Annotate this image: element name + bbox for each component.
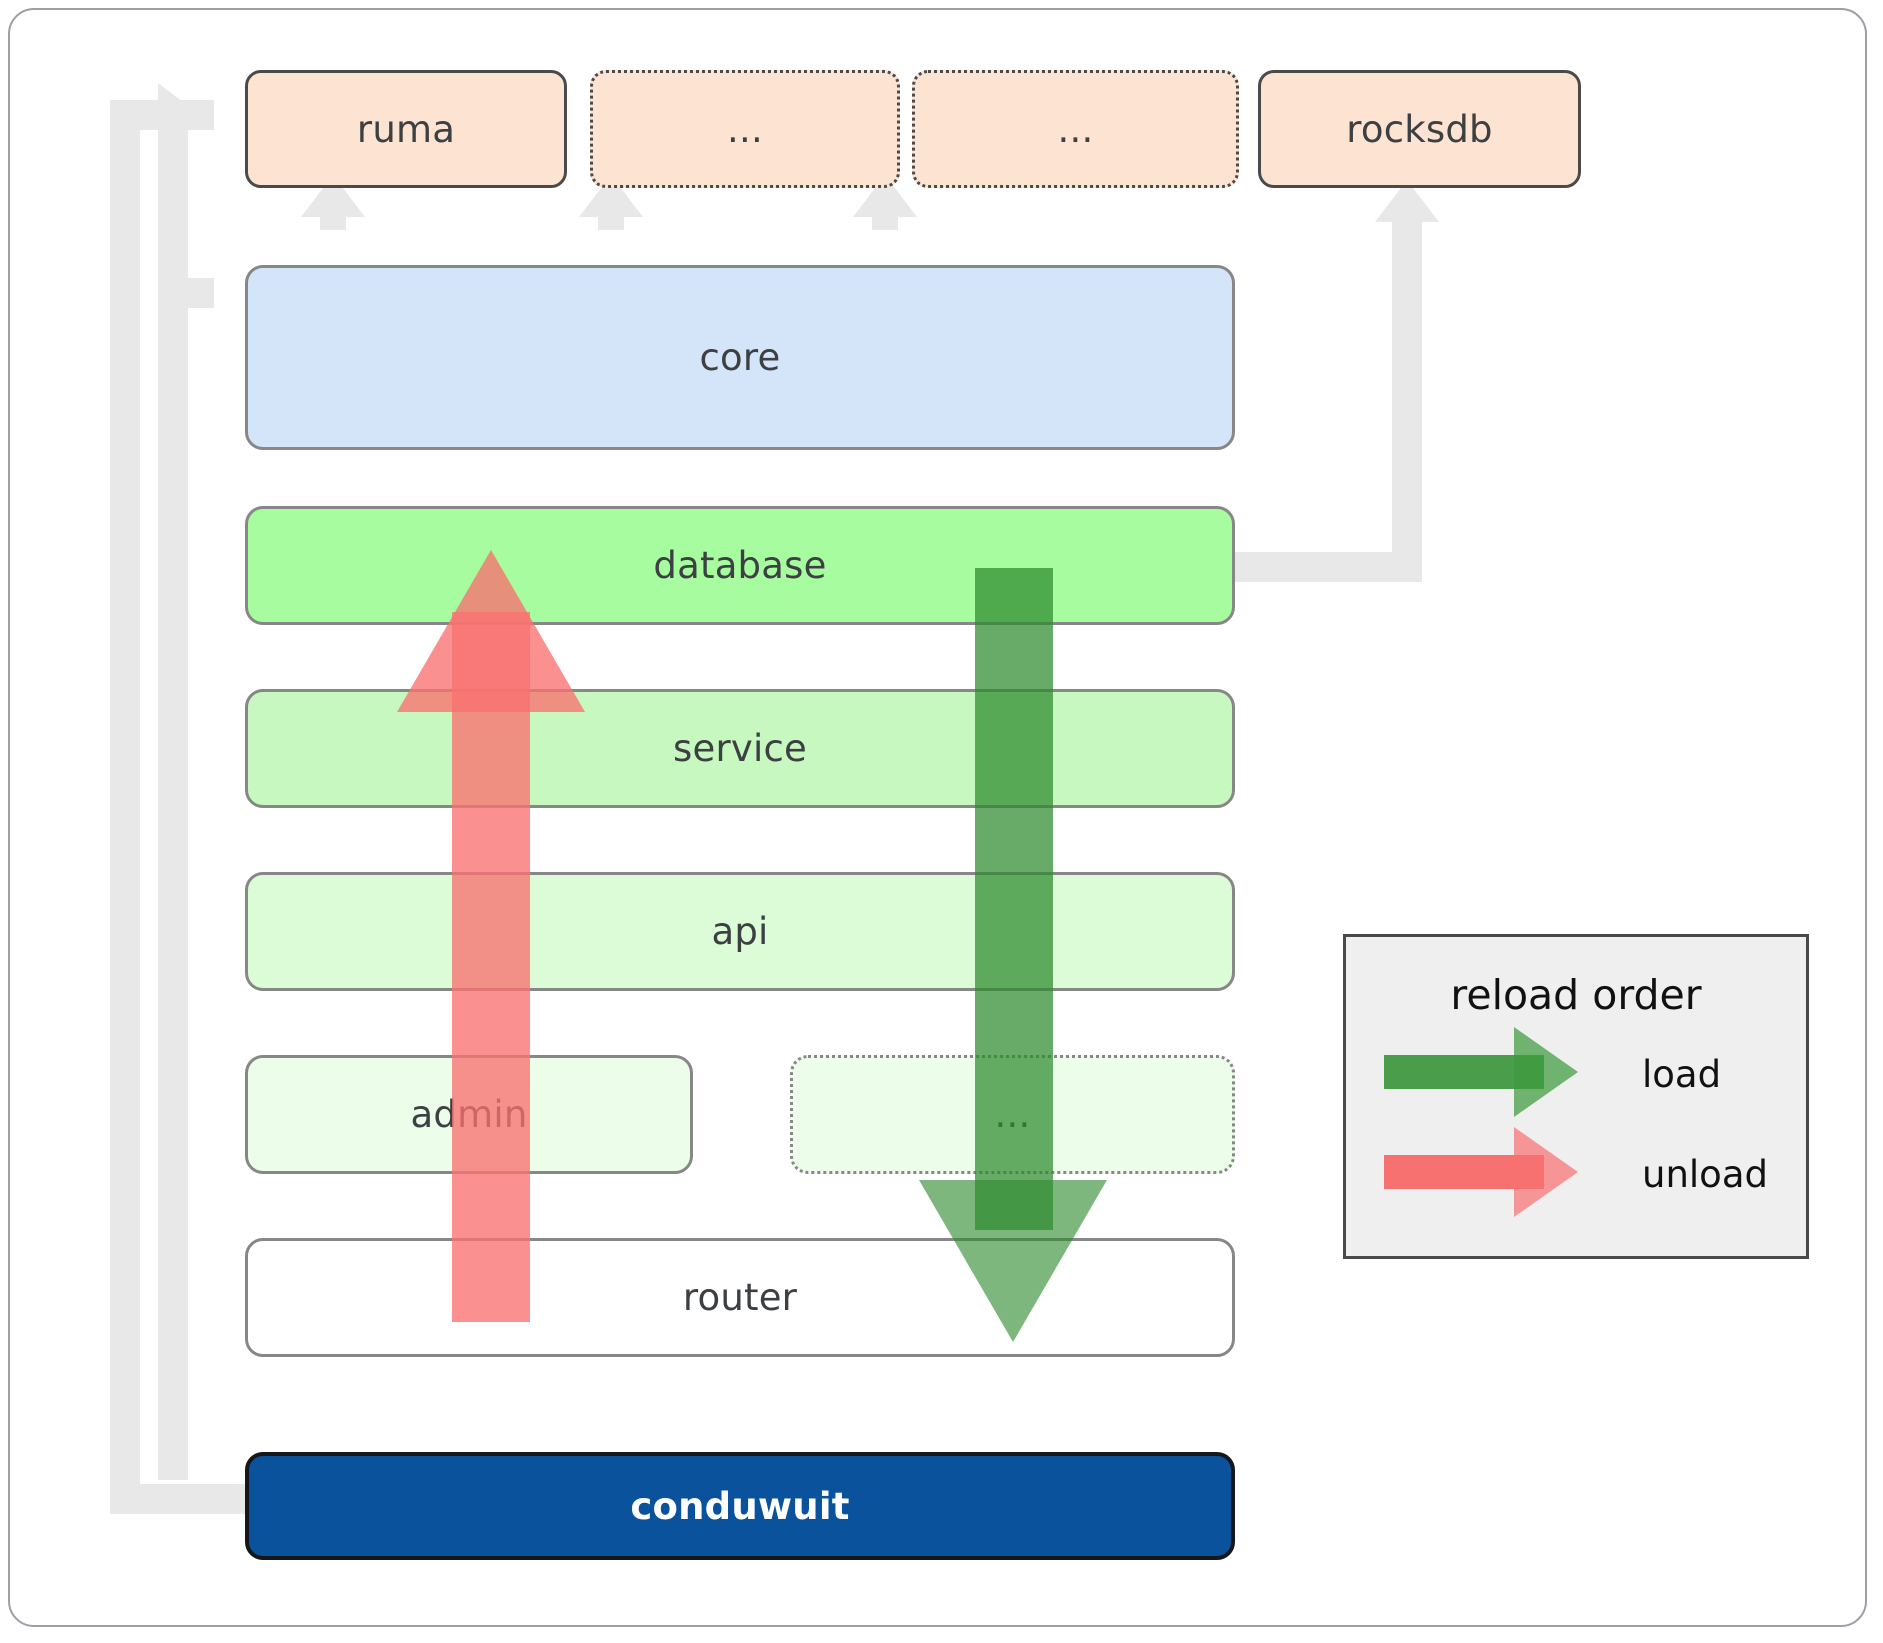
node-dep-ellipsis-2-label: ...	[1057, 107, 1094, 151]
legend-panel: reload order load unload	[1343, 934, 1809, 1259]
node-rocksdb[interactable]: rocksdb	[1258, 70, 1581, 188]
node-conduwuit[interactable]: conduwuit	[245, 1452, 1235, 1560]
node-router-label: router	[682, 1276, 798, 1319]
unload-arrow-shaft	[452, 612, 530, 1322]
legend-unload-label: unload	[1642, 1153, 1768, 1196]
node-dep-ellipsis-2[interactable]: ...	[912, 70, 1239, 188]
legend-load-label: load	[1642, 1053, 1722, 1096]
node-api-label: api	[711, 910, 769, 953]
node-service[interactable]: service	[245, 689, 1235, 808]
unload-arrow-head	[397, 550, 585, 712]
legend-unload-head	[1514, 1127, 1578, 1217]
connector-database-to-rocksdb-horizontal	[1232, 552, 1422, 582]
node-dep-ellipsis-1[interactable]: ...	[590, 70, 900, 188]
node-api[interactable]: api	[245, 872, 1235, 991]
load-arrow-head	[919, 1180, 1107, 1342]
node-conduwuit-label: conduwuit	[630, 1484, 850, 1528]
node-database[interactable]: database	[245, 506, 1235, 625]
node-core[interactable]: core	[245, 265, 1235, 450]
node-dep-ellipsis-1-label: ...	[727, 107, 763, 151]
legend-title: reload order	[1450, 971, 1702, 1019]
node-ruma[interactable]: ruma	[245, 70, 567, 188]
load-arrow-shaft	[975, 568, 1053, 1230]
connector-arrowhead-core	[158, 261, 200, 325]
node-service-label: service	[673, 727, 807, 770]
node-core-label: core	[699, 336, 781, 379]
connector-left-spine-vertical	[110, 100, 140, 1514]
connector-database-to-rocksdb-vertical	[1392, 205, 1422, 582]
node-rocksdb-label: rocksdb	[1346, 107, 1493, 151]
diagram-frame	[8, 8, 1867, 1627]
node-ruma-label: ruma	[356, 107, 456, 151]
legend-load-head	[1514, 1027, 1578, 1117]
node-database-label: database	[653, 544, 827, 587]
connector-spine-branch-vertical	[158, 100, 188, 1480]
